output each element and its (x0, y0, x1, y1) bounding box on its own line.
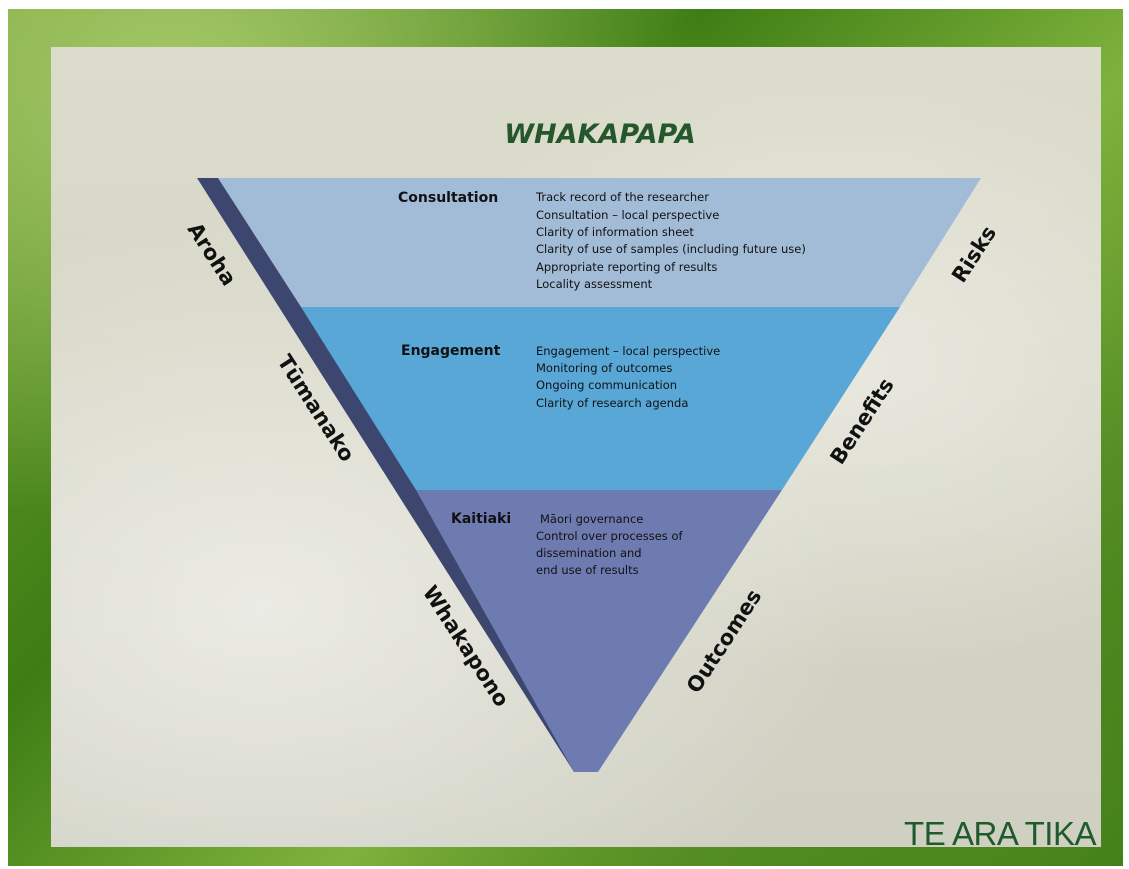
list-item: Māori governance (540, 512, 643, 526)
list-item: Appropriate reporting of results (536, 260, 717, 274)
section-label-consultation: Consultation (398, 190, 498, 206)
section-label-kaitiaki: Kaitiaki (451, 511, 511, 527)
list-item: dissemination and (536, 546, 642, 560)
list-item: Locality assessment (536, 277, 653, 291)
list-item: Consultation – local perspective (536, 208, 719, 222)
list-item: Clarity of information sheet (536, 225, 694, 239)
brand-logo-text: TE ARA TIKA (904, 815, 1096, 852)
band-consultation (218, 178, 981, 307)
list-item: Monitoring of outcomes (536, 361, 672, 375)
list-item: Clarity of research agenda (536, 396, 688, 410)
diagram-title: WHAKAPAPA (504, 119, 696, 150)
list-item: Control over processes of (536, 529, 683, 543)
right-label-risks: Risks (947, 222, 1001, 287)
list-item: Engagement – local perspective (536, 344, 720, 358)
band-engagement (301, 307, 900, 490)
list-item: Track record of the researcher (535, 190, 709, 204)
list-item: end use of results (536, 563, 639, 577)
section-label-engagement: Engagement (401, 343, 501, 359)
list-item: Clarity of use of samples (including fut… (536, 242, 806, 256)
band-kaitiaki (416, 490, 782, 772)
list-item: Ongoing communication (536, 378, 677, 392)
